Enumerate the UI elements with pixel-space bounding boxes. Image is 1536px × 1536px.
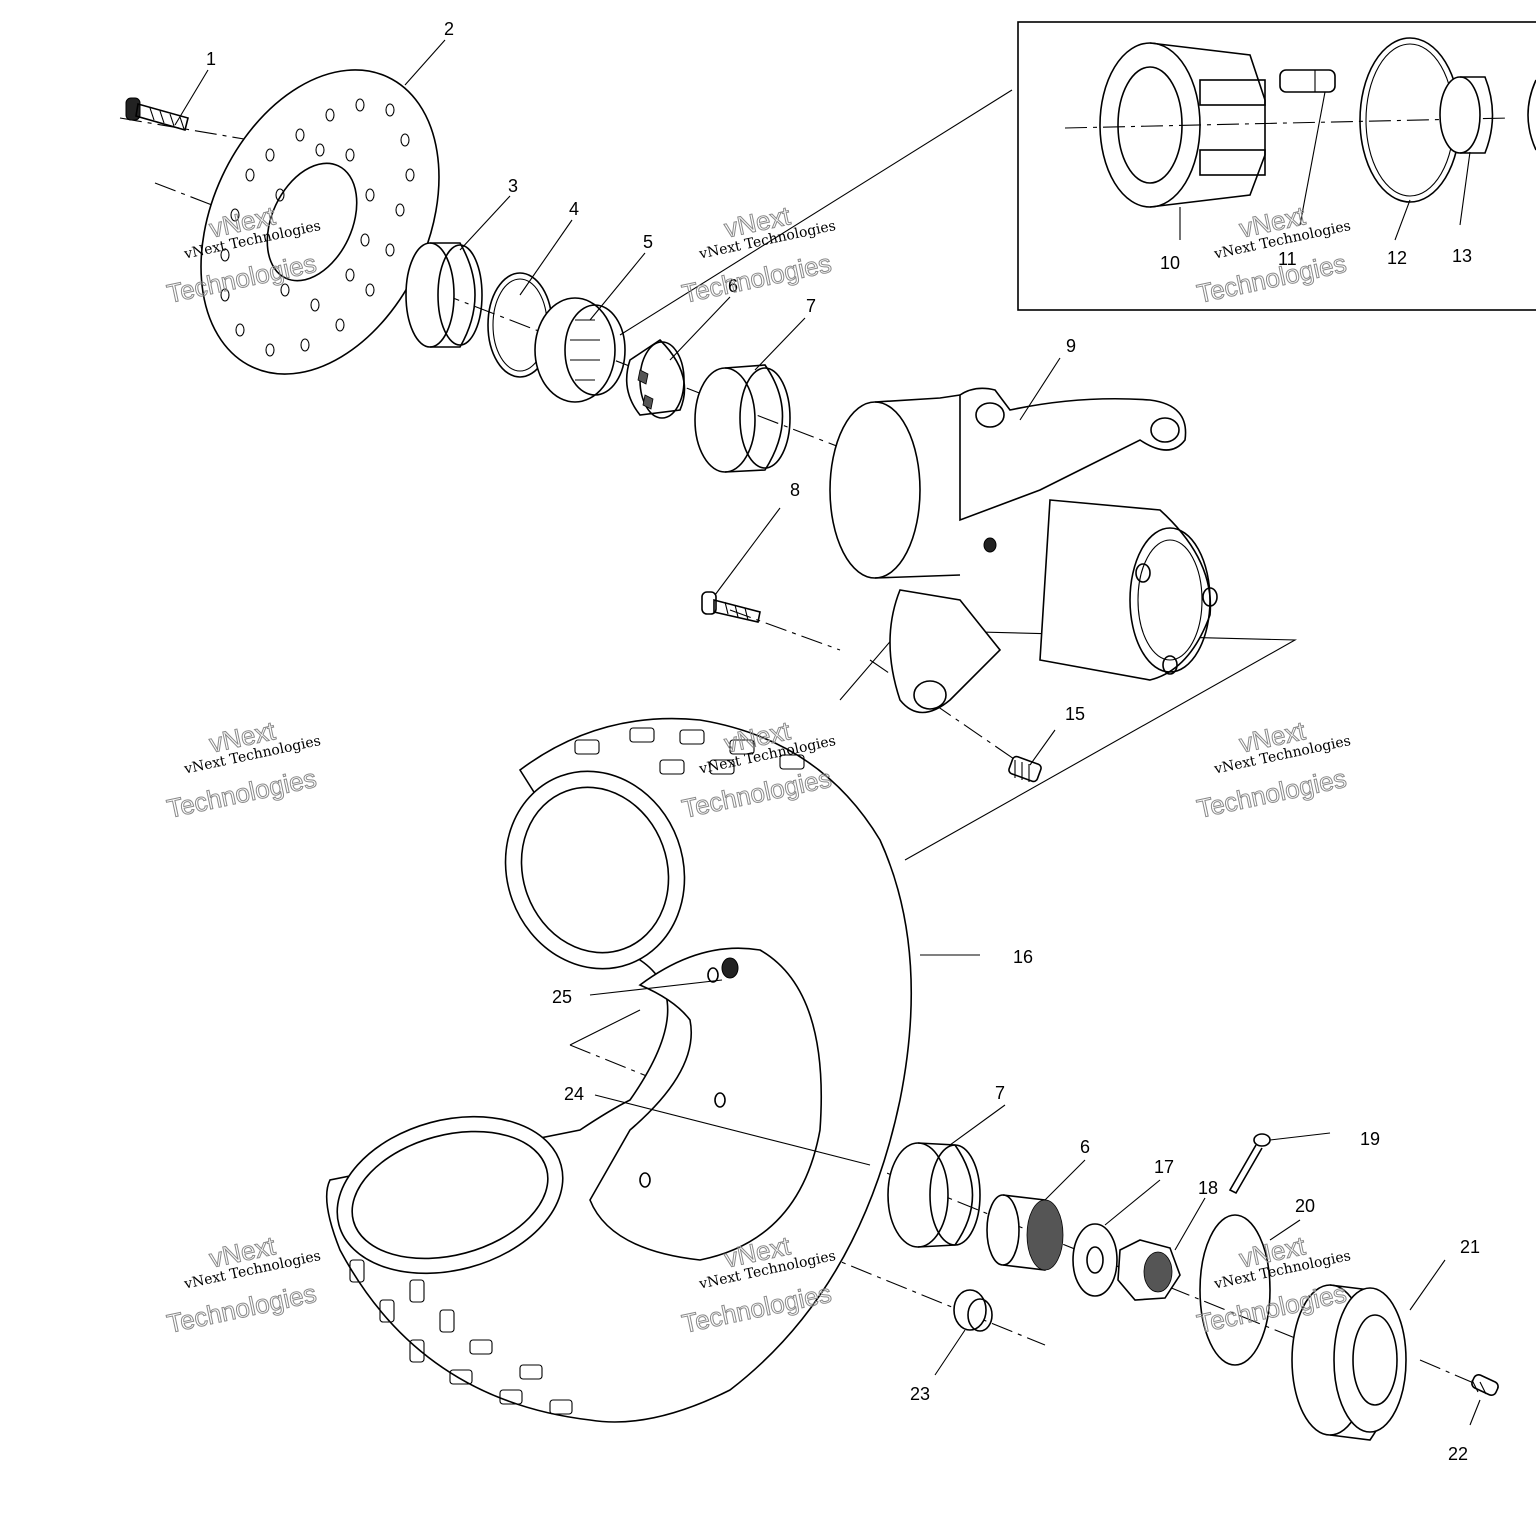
tire-tread-lugs (349, 727, 805, 1415)
part-17-washer (1072, 1223, 1118, 1297)
part-15-stud (1008, 755, 1042, 783)
screw-8-centerline (729, 609, 841, 651)
callout-21: 21 (1460, 1237, 1480, 1257)
watermark-4: vNext vNext Technologies Technologies (164, 715, 322, 825)
callout-9: 9 (1066, 336, 1076, 356)
callout-25: 25 (552, 987, 572, 1007)
part-16-tire (325, 717, 913, 1423)
part-10-drive-housing (1064, 42, 1511, 208)
screw-22-centerline (1419, 1359, 1491, 1391)
detail-inset (619, 21, 1536, 336)
callout-23: 23 (910, 1384, 930, 1404)
watermark-3: vNext vNext Technologies Technologies (1194, 200, 1352, 310)
callout-24: 24 (564, 1084, 584, 1104)
part-19-cotter-pin (1228, 1133, 1271, 1195)
leader-lines (174, 39, 1481, 1426)
wheel-axis-bracket (569, 1009, 641, 1046)
part-3-seal (405, 242, 483, 348)
callout-10: 10 (1160, 253, 1180, 273)
callout-16: 16 (1013, 947, 1033, 967)
screw-1-centerline (119, 117, 251, 141)
watermark-7: vNext vNext Technologies Technologies (164, 1230, 322, 1340)
part-1-screw (125, 97, 189, 131)
part-2-brake-disc (200, 69, 440, 375)
part-23-lug-nut (953, 1289, 993, 1332)
part-25-valve-stem (721, 957, 739, 979)
callout-18: 18 (1198, 1178, 1218, 1198)
part-8-screw (701, 591, 761, 623)
part-20-o-ring (1199, 1214, 1271, 1366)
callout-7-upper: 7 (806, 296, 816, 316)
part-7-race-upper (694, 364, 791, 473)
callout-13: 13 (1452, 246, 1472, 266)
inset-frame (1017, 21, 1536, 311)
inset-leader-line (619, 89, 1013, 336)
hub-centerline (869, 659, 1031, 771)
callout-4: 4 (569, 199, 579, 219)
part-22-screw (1471, 1374, 1499, 1396)
part-18-castle-nut (1117, 1239, 1181, 1301)
callout-labels: 1 2 3 4 5 6 7 8 9 10 11 12 13 15 16 25 2… (206, 19, 1480, 1464)
callout-3: 3 (508, 176, 518, 196)
callout-8: 8 (790, 480, 800, 500)
part-9-hub-knuckle (829, 387, 1218, 714)
part-7-race-lower (887, 1142, 981, 1248)
callout-1: 1 (206, 49, 216, 69)
callout-6-lower: 6 (1080, 1137, 1090, 1157)
callout-12: 12 (1387, 248, 1407, 268)
callout-7-lower: 7 (995, 1083, 1005, 1103)
callout-5: 5 (643, 232, 653, 252)
part-6-bearing-upper (625, 338, 686, 419)
callout-17: 17 (1154, 1157, 1174, 1177)
nut-23-centerline (639, 1179, 1046, 1346)
partial-part-edge (1527, 79, 1536, 151)
watermark-6: vNext vNext Technologies Technologies (1194, 715, 1352, 825)
callout-20: 20 (1295, 1196, 1315, 1216)
part-5-clutch-assembly (534, 297, 626, 403)
watermark-2: vNext vNext Technologies Technologies (679, 200, 837, 310)
part-11-pin (1279, 69, 1336, 93)
part-13-seal (1439, 76, 1494, 154)
callout-19: 19 (1360, 1129, 1380, 1149)
callout-2: 2 (444, 19, 454, 39)
callout-15: 15 (1065, 704, 1085, 724)
part-21-hub-cap (1291, 1284, 1407, 1441)
callout-6-upper: 6 (728, 276, 738, 296)
callout-22: 22 (1448, 1444, 1468, 1464)
callout-11: 11 (1278, 249, 1297, 269)
part-6-bearing-lower (986, 1194, 1064, 1271)
